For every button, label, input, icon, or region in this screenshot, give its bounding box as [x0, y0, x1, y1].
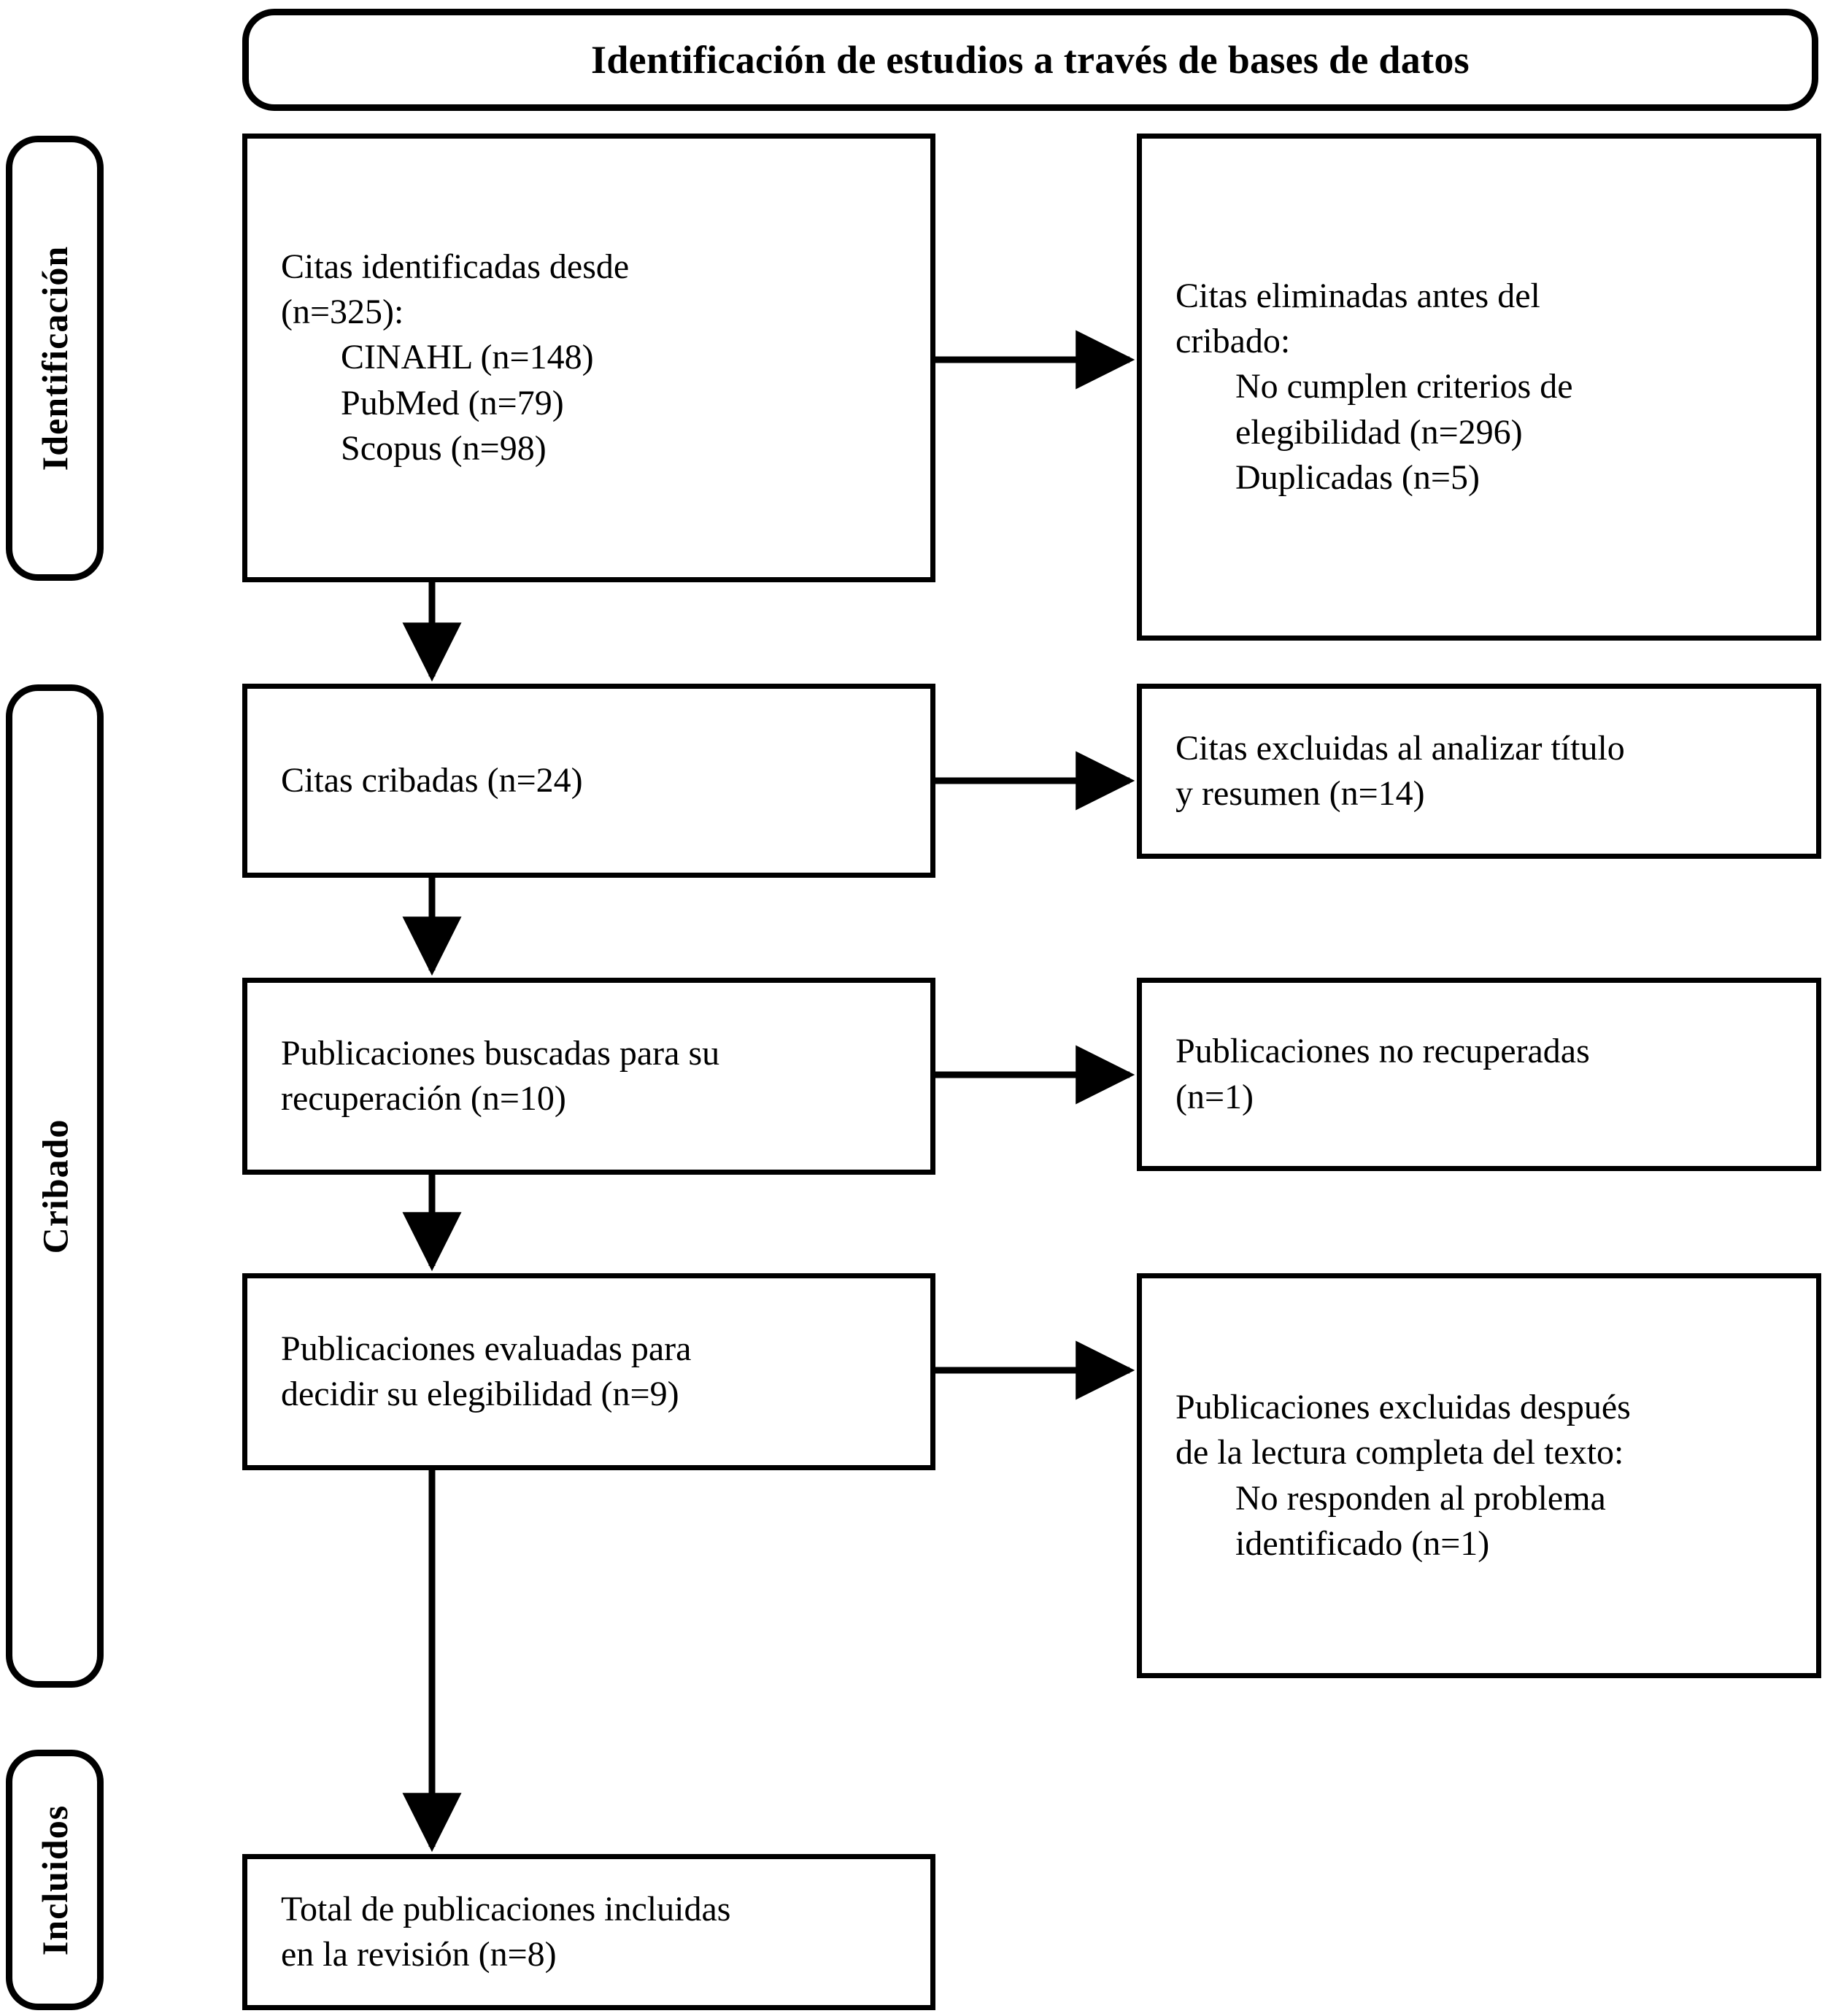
text-line: Citas identificadas desde: [281, 247, 630, 286]
box-citas-excluidas-titulo-resumen: Citas excluidas al analizar título y res…: [1137, 684, 1821, 859]
stage-label-incluidos: Incluidos: [6, 1750, 104, 2010]
box-text: Citas identificadas desde (n=325): CINAH…: [247, 244, 930, 472]
box-text: Publicaciones evaluadas para decidir su …: [247, 1326, 930, 1418]
text-line: Publicaciones buscadas para su: [281, 1033, 720, 1073]
text-line-indented: Scopus (n=98): [341, 429, 547, 468]
stage-label-text: Cribado: [34, 1119, 75, 1254]
box-total-publicaciones-incluidas: Total de publicaciones incluidas en la r…: [242, 1854, 935, 2010]
text-line: Citas eliminadas antes del: [1175, 276, 1540, 315]
text-line: cribado:: [1175, 321, 1291, 360]
stage-label-text: Incluidos: [34, 1804, 76, 1955]
text-line-indented: Duplicadas (n=5): [1235, 458, 1480, 498]
text-line: (n=325):: [281, 292, 404, 331]
text-line: Publicaciones excluidas después: [1175, 1387, 1631, 1426]
stage-label-cribado: Cribado: [6, 684, 104, 1688]
box-publicaciones-no-recuperadas: Publicaciones no recuperadas (n=1): [1137, 978, 1821, 1171]
box-citas-identificadas: Citas identificadas desde (n=325): CINAH…: [242, 134, 935, 582]
text-line-indented: No cumplen criterios de: [1235, 367, 1573, 406]
stage-label-identificacion: Identificación: [6, 136, 104, 581]
text-line-indented: No responden al problema: [1235, 1478, 1606, 1518]
box-publicaciones-buscadas: Publicaciones buscadas para su recuperac…: [242, 978, 935, 1175]
box-text: Publicaciones excluidas después de la le…: [1142, 1385, 1816, 1567]
text-line-indented: elegibilidad (n=296): [1235, 412, 1523, 452]
box-publicaciones-excluidas-texto-completo: Publicaciones excluidas después de la le…: [1137, 1273, 1821, 1678]
text-line: Citas cribadas (n=24): [281, 760, 583, 800]
text-line: (n=1): [1175, 1077, 1254, 1116]
header-banner: Identificación de estudios a través de b…: [242, 9, 1818, 111]
text-line: Publicaciones evaluadas para: [281, 1329, 692, 1368]
box-text: Total de publicaciones incluidas en la r…: [247, 1887, 930, 1978]
text-line: Publicaciones no recuperadas: [1175, 1032, 1590, 1071]
box-text: Citas eliminadas antes del cribado: No c…: [1142, 274, 1816, 501]
text-line-indented: identificado (n=1): [1235, 1523, 1490, 1563]
stage-label-text: Identificación: [34, 245, 75, 471]
box-citas-eliminadas: Citas eliminadas antes del cribado: No c…: [1137, 134, 1821, 641]
text-line: en la revisión (n=8): [281, 1935, 557, 1974]
box-publicaciones-evaluadas: Publicaciones evaluadas para decidir su …: [242, 1273, 935, 1470]
page-title: Identificación de estudios a través de b…: [591, 38, 1470, 82]
text-line: Citas excluidas al analizar título: [1175, 728, 1625, 768]
text-line: de la lectura completa del texto:: [1175, 1433, 1624, 1472]
text-line: Total de publicaciones incluidas: [281, 1889, 731, 1928]
box-text: Publicaciones buscadas para su recuperac…: [247, 1031, 930, 1122]
box-text: Publicaciones no recuperadas (n=1): [1142, 1029, 1816, 1120]
text-line: decidir su elegibilidad (n=9): [281, 1375, 679, 1413]
text-line: y resumen (n=14): [1175, 774, 1425, 813]
text-line: recuperación (n=10): [281, 1079, 566, 1118]
box-text: Citas excluidas al analizar título y res…: [1142, 726, 1816, 817]
text-line-indented: PubMed (n=79): [341, 383, 564, 422]
box-text: Citas cribadas (n=24): [247, 758, 930, 803]
box-citas-cribadas: Citas cribadas (n=24): [242, 684, 935, 878]
text-line-indented: CINAHL (n=148): [341, 338, 594, 377]
